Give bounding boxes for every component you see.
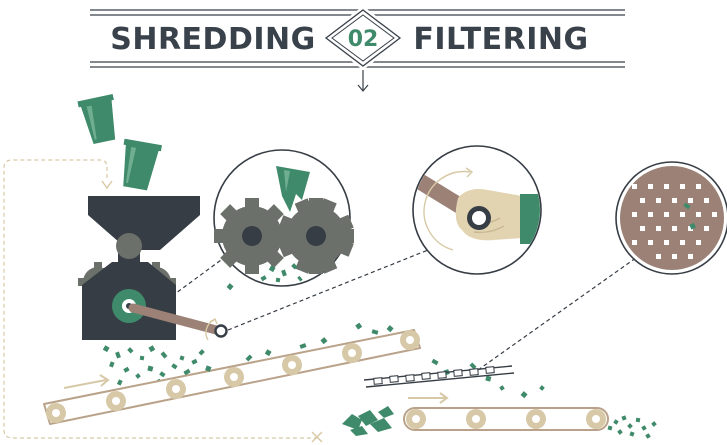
crank-handle-pin: [214, 324, 228, 338]
roller-icon: [224, 367, 244, 387]
shredder-machine: [78, 196, 228, 341]
top-knob-icon: [116, 233, 142, 259]
loop-arrow-head: [101, 180, 113, 190]
filter-mesh-detail-circle: [615, 161, 727, 275]
rejected-shreds-pile: [342, 406, 394, 436]
mesh-shreds: [683, 202, 696, 230]
transfer-shreds: [431, 358, 545, 399]
badge-cutout: [321, 6, 405, 70]
conveyor-2-rollers: [406, 409, 606, 429]
rotation-arrow-closeup-icon: [465, 167, 474, 178]
broken-cup-icon: [276, 166, 310, 212]
sleeve-cuff: [520, 194, 540, 244]
hand-crank-detail-circle: [412, 145, 542, 275]
filtered-shreds-pile: [607, 415, 657, 439]
gear-shreds: [260, 263, 303, 283]
roller-icon: [526, 409, 546, 429]
left-shredding-gear-icon: [214, 198, 290, 274]
crank-arm: [128, 303, 225, 336]
filter-screen: [363, 365, 515, 388]
callout-hand: [227, 249, 429, 331]
conveyor-1-direction-arrow-icon: [63, 374, 110, 389]
roller-icon: [586, 409, 606, 429]
roller-icon: [342, 343, 362, 363]
rotation-arrow-icon: [209, 317, 218, 325]
callout-gears: [171, 251, 233, 297]
inclined-conveyor: [43, 322, 421, 425]
roller-icon: [466, 409, 486, 429]
roller-icon: [166, 379, 186, 399]
step-number: 02: [348, 27, 379, 52]
roller-icon: [46, 403, 66, 423]
header-down-arrow-head: [357, 84, 369, 92]
recycle-loop-path: [3, 159, 318, 439]
gears-detail-circle: [213, 149, 354, 287]
roller-icon: [282, 355, 302, 375]
crank-knob-inner: [472, 211, 486, 225]
callout-lines: [171, 249, 641, 371]
filter-screen-bottom: [365, 372, 515, 388]
green-cup-icon-1: [77, 93, 116, 145]
roller-icon: [106, 391, 126, 411]
filter-screen-slots: [373, 366, 495, 385]
callout-filter: [477, 254, 641, 371]
filtering-label: FILTERING: [413, 22, 588, 57]
flat-conveyor: [403, 392, 609, 431]
green-cup-icon-2: [123, 138, 162, 191]
mesh-holes: [632, 184, 717, 259]
roller-icon: [400, 330, 420, 350]
roller-icon: [406, 409, 426, 429]
conveyor-1-rollers: [46, 330, 420, 423]
header: 02 SHREDDING FILTERING: [90, 6, 625, 92]
hopper: [88, 196, 200, 250]
badge-diamond-inner: [331, 14, 395, 62]
badge-diamond-outer: [324, 9, 402, 67]
rotation-arc-closeup-icon: [423, 170, 471, 251]
conveyor-2-direction-arrow-icon: [408, 392, 449, 404]
belt-1-shreds: [183, 322, 394, 376]
shredding-label: SHREDDING: [110, 22, 316, 57]
right-shredding-gear-icon: [278, 198, 354, 274]
stray-shred: [226, 283, 234, 291]
conveyor-belt-2: [403, 407, 609, 431]
loop-end-cross-icon: [311, 431, 323, 443]
